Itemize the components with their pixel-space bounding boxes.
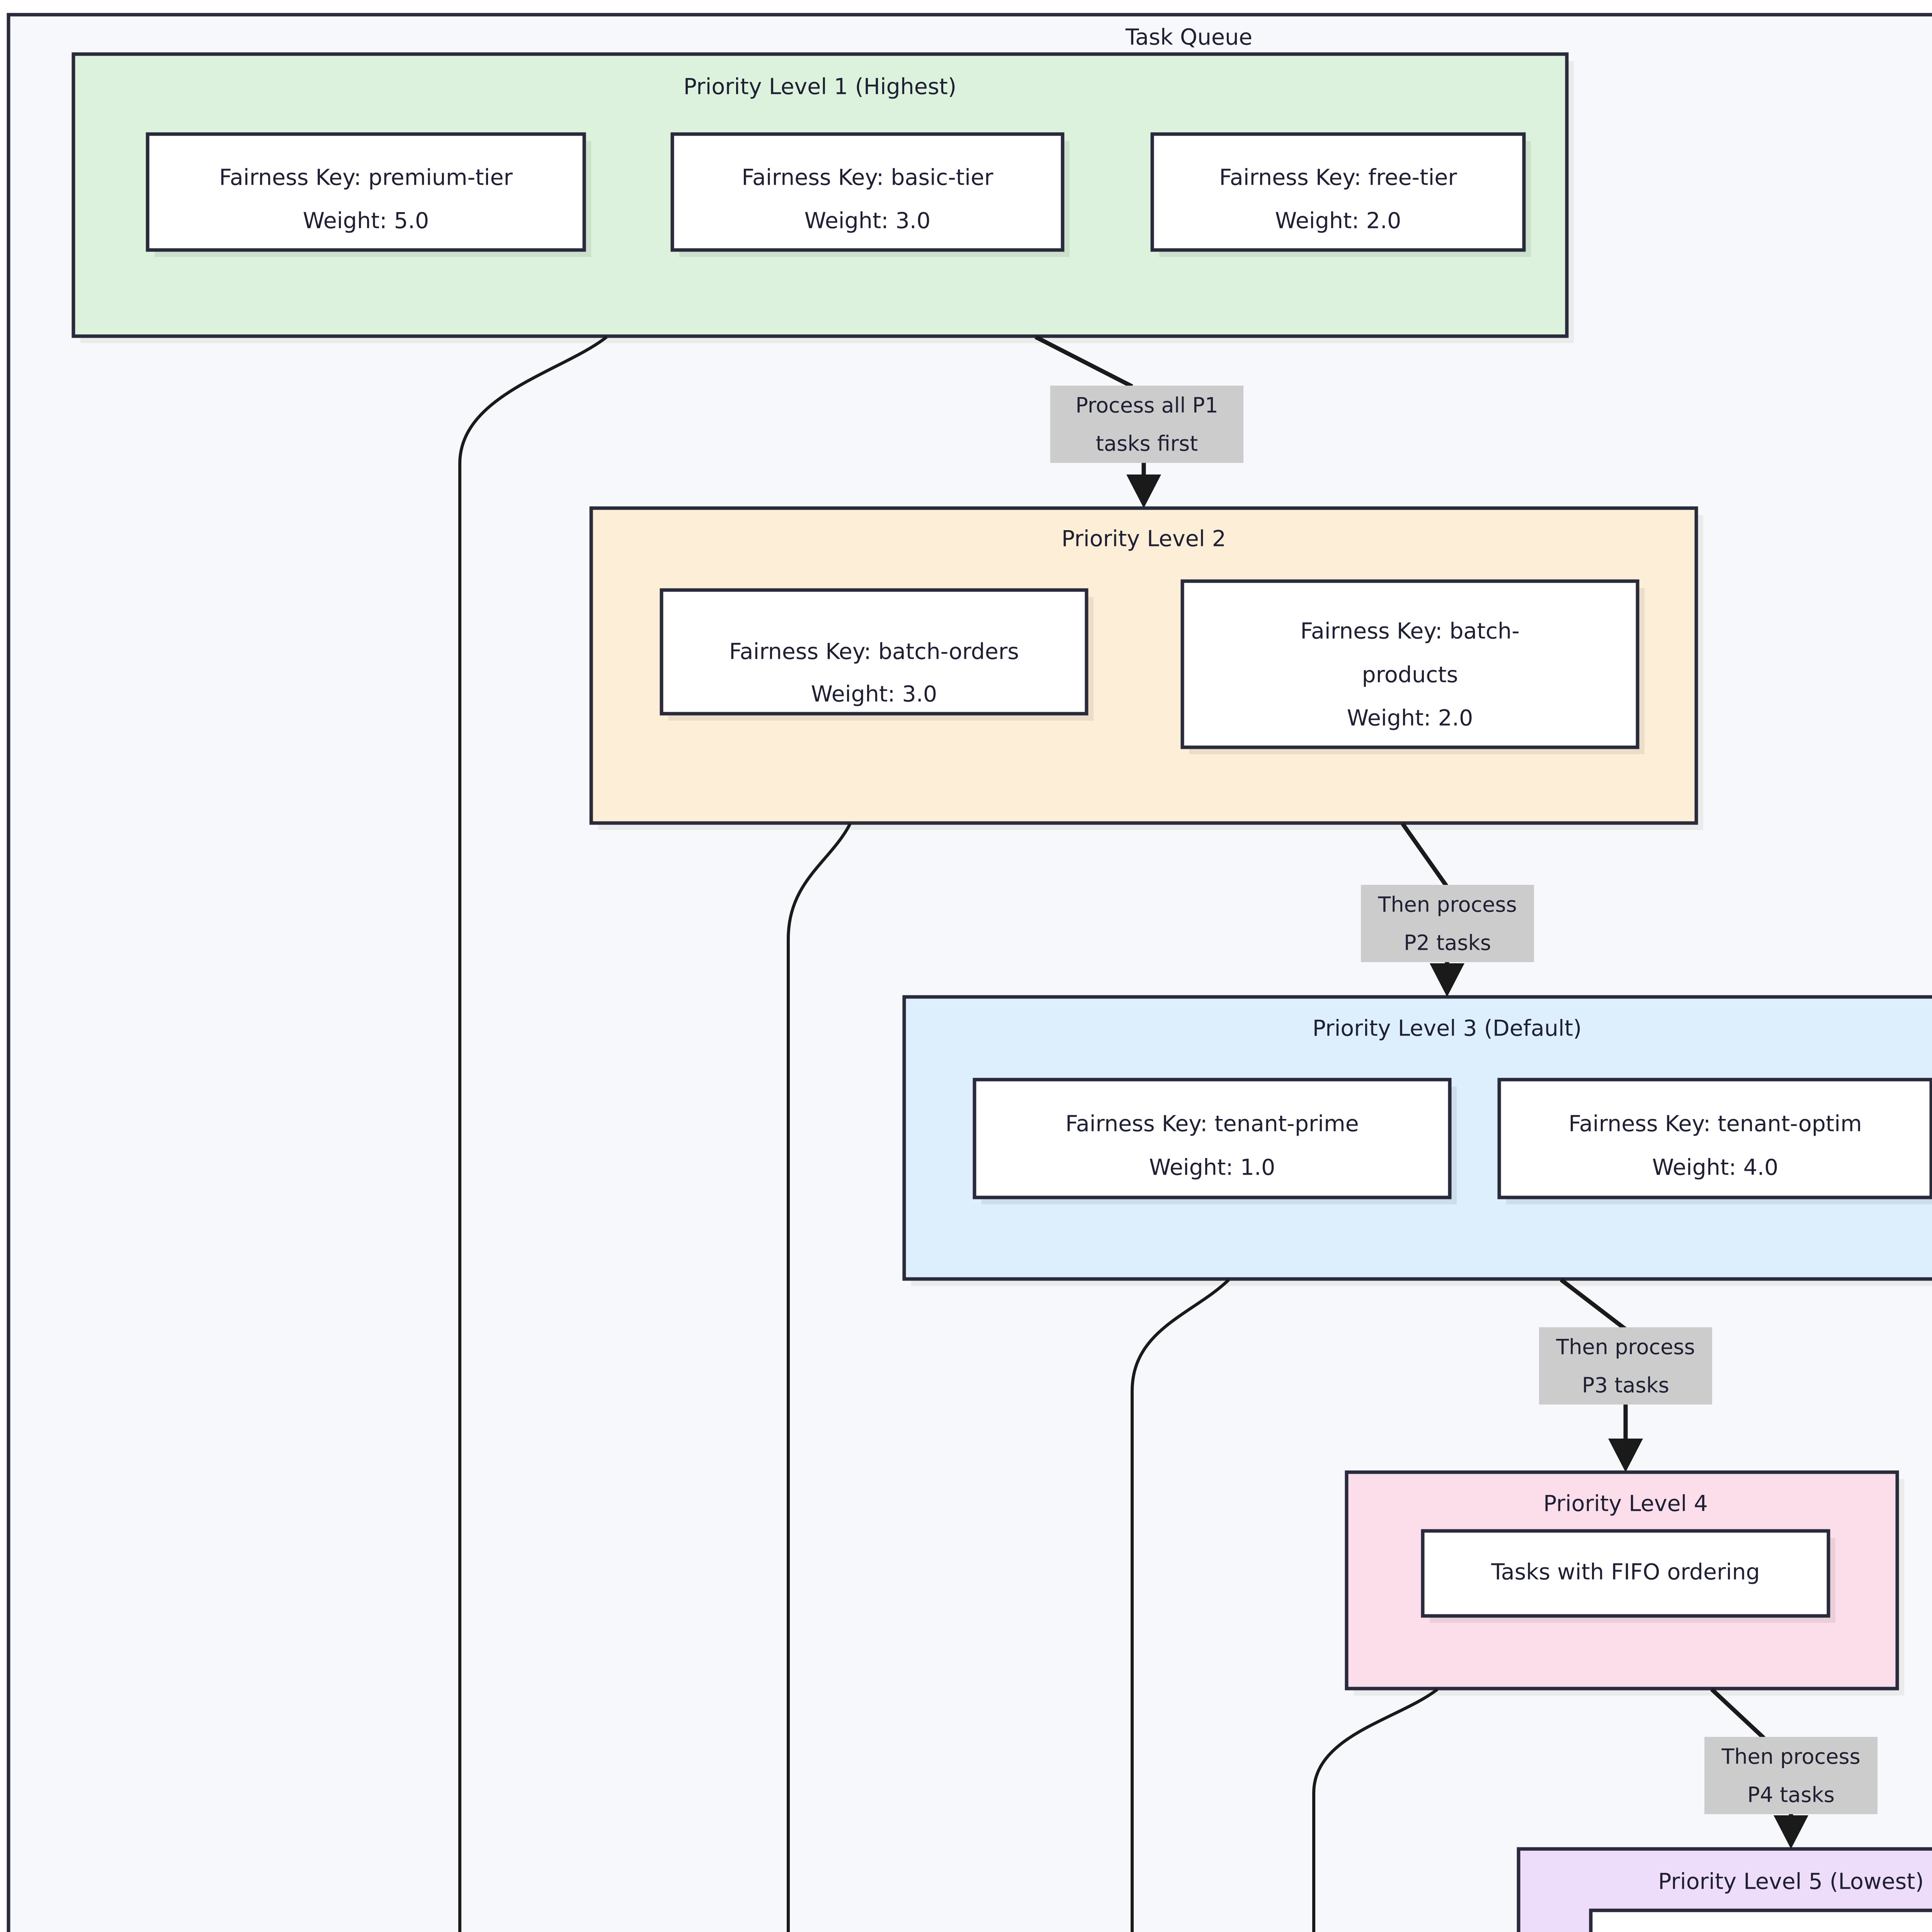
edge-label-2-bg	[1361, 885, 1534, 962]
arrowhead-p2-to-p3	[1430, 963, 1464, 997]
p1c-line2: Weight: 2.0	[1275, 208, 1401, 234]
node-p2-batch-products[interactable]	[1180, 579, 1639, 749]
node-p1-free-tier[interactable]	[1150, 132, 1526, 252]
edge-label-3-line2: P3 tasks	[1582, 1373, 1669, 1398]
cluster-p3-label: Priority Level 3 (Default)	[1313, 1016, 1582, 1041]
p2b-line3: Weight: 2.0	[1347, 706, 1473, 731]
p3b-line2: Weight: 4.0	[1652, 1155, 1779, 1180]
p3a-line2: Weight: 1.0	[1149, 1155, 1276, 1180]
node-p3-tenant-optim[interactable]	[1497, 1078, 1932, 1199]
p2b-line1: Fairness Key: batch-	[1300, 619, 1519, 644]
edge-label-2-line1: Then process	[1378, 893, 1517, 917]
cluster-p2-label: Priority Level 2	[1061, 526, 1226, 552]
cluster-p1-label: Priority Level 1 (Highest)	[684, 74, 957, 100]
arrowhead-p4-to-p5	[1774, 1815, 1808, 1849]
edge-label-1-line1: Process all P1	[1075, 393, 1218, 418]
arrowhead-p3-to-p4	[1608, 1439, 1643, 1472]
node-p5-fifo[interactable]	[1589, 1908, 1932, 1932]
edge-p1-to-workers	[458, 335, 608, 1932]
edge-p2-to-p3-upper	[1401, 822, 1449, 888]
edge-p4-to-p5-upper	[1710, 1687, 1765, 1740]
node-p3-tenant-prime[interactable]	[973, 1078, 1452, 1199]
p1c-line1: Fairness Key: free-tier	[1219, 165, 1457, 190]
edge-label-4-line2: P4 tasks	[1747, 1783, 1835, 1807]
arrowhead-p1-to-p2	[1126, 474, 1161, 508]
edge-label-4-line1: Then process	[1721, 1745, 1860, 1769]
edge-label-3-bg	[1539, 1327, 1712, 1405]
p2a-line2: Weight: 3.0	[811, 682, 937, 707]
edge-p2-to-workers	[787, 823, 852, 1932]
p2b-line2: products	[1362, 662, 1458, 688]
p1a-line1: Fairness Key: premium-tier	[219, 165, 513, 190]
cluster-p5-label: Priority Level 5 (Lowest)	[1658, 1869, 1924, 1895]
p1b-line1: Fairness Key: basic-tier	[742, 165, 993, 190]
node-p1-basic-tier[interactable]	[670, 132, 1065, 252]
p2a-line1: Fairness Key: batch-orders	[729, 639, 1019, 665]
p3b-line1: Fairness Key: tenant-optim	[1568, 1111, 1862, 1137]
edge-label-1-bg	[1050, 386, 1243, 463]
node-p4-fifo[interactable]	[1421, 1529, 1830, 1618]
edge-label-4-bg	[1704, 1737, 1878, 1814]
edge-label-2-line2: P2 tasks	[1404, 931, 1491, 955]
p3a-line1: Fairness Key: tenant-prime	[1065, 1111, 1359, 1137]
edge-p3-to-workers	[1131, 1279, 1230, 1932]
p1b-line2: Weight: 3.0	[804, 208, 931, 234]
edge-label-3-line1: Then process	[1556, 1335, 1695, 1359]
node-p2-batch-orders[interactable]	[660, 588, 1088, 716]
p1a-line2: Weight: 5.0	[303, 208, 429, 234]
edge-p3-to-p4-upper	[1560, 1278, 1627, 1331]
node-p1-premium-tier[interactable]	[146, 132, 586, 252]
p4a-line1: Tasks with FIFO ordering	[1491, 1560, 1760, 1585]
edge-p4-to-workers	[1312, 1688, 1439, 1932]
cluster-p4-label: Priority Level 4	[1543, 1491, 1708, 1517]
task-queue-title: Task Queue	[1125, 25, 1252, 50]
edge-label-1-line2: tasks first	[1096, 432, 1198, 456]
edge-p1-to-p2-upper	[1034, 335, 1133, 388]
